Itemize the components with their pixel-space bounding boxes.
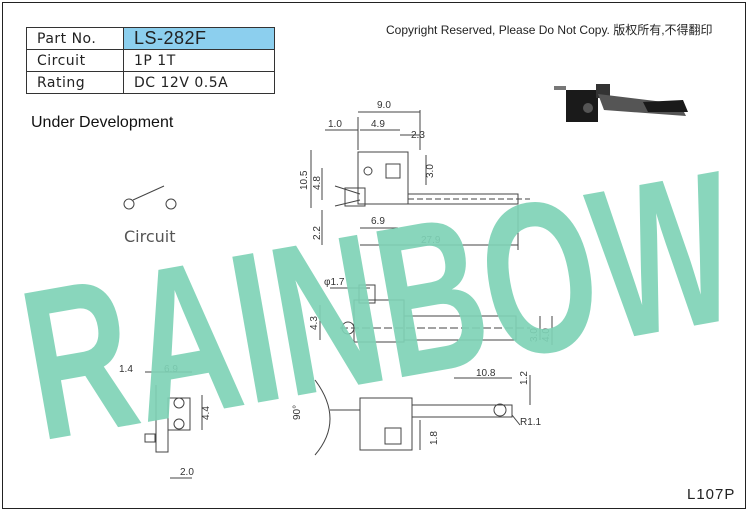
spec-row-rating: Rating DC 12V 0.5A [26,71,275,94]
dim-lever-len: 10.8 [476,368,496,379]
dim-side-left: 4.3 [309,316,320,330]
svg-text:RAINBOW: RAINBOW [6,125,750,487]
rating-value: DC 12V 0.5A [123,71,275,94]
spec-row-circuit: Circuit 1P 1T [26,49,275,72]
dim-top-mid: 4.9 [371,119,385,130]
dim-top-right: 2.3 [411,130,425,141]
circuit-switch-arm [132,185,165,201]
dim-end-top-width: 6.9 [164,364,178,375]
dim-end-height: 4.4 [201,406,212,420]
part-no-value: LS-282F [123,27,275,50]
circuit-contact-right [165,198,177,210]
circuit-label: Circuit [26,49,124,72]
spec-row-part: Part No. LS-282F [26,27,275,50]
dim-height-total: 10.5 [299,170,310,190]
rating-label: Rating [26,71,124,94]
dim-radius: R1.1 [520,417,542,428]
circuit-caption: Circuit [124,227,176,246]
copyright-notice: Copyright Reserved, Please Do Not Copy. … [386,23,713,37]
dim-end-top-left: 1.4 [119,364,133,375]
bottom-view-body [359,397,413,451]
dim-lower-left: 2.2 [312,226,323,240]
dim-side-r1: 3.0 [529,328,540,342]
dim-height-mid: 4.8 [312,176,323,190]
spec-table: Part No. LS-282F Circuit 1P 1T Rating DC… [26,27,275,94]
drawing-code: L107P [687,486,736,503]
product-3d-icon [554,84,688,122]
dim-angle: 90° [292,405,303,420]
dim-pin-dia: φ1.7 [324,277,345,288]
circuit-contact-left [123,198,135,210]
dim-side-r2: 4.0 [541,328,552,342]
dim-lever-h: 1.2 [519,371,530,385]
dim-bottom-h: 1.8 [429,431,440,445]
part-no-label: Part No. [26,27,124,50]
dim-top-width: 9.0 [377,100,391,111]
dim-hole: 3.0 [425,164,436,178]
circuit-value: 1P 1T [123,49,275,72]
dim-body-width: 6.9 [371,216,385,227]
top-view-body [357,151,409,205]
dim-top-left: 1.0 [328,119,342,130]
development-status: Under Development [31,114,174,131]
dim-total-length: 27.9 [421,235,441,246]
dim-end-bottom: 2.0 [180,467,194,478]
